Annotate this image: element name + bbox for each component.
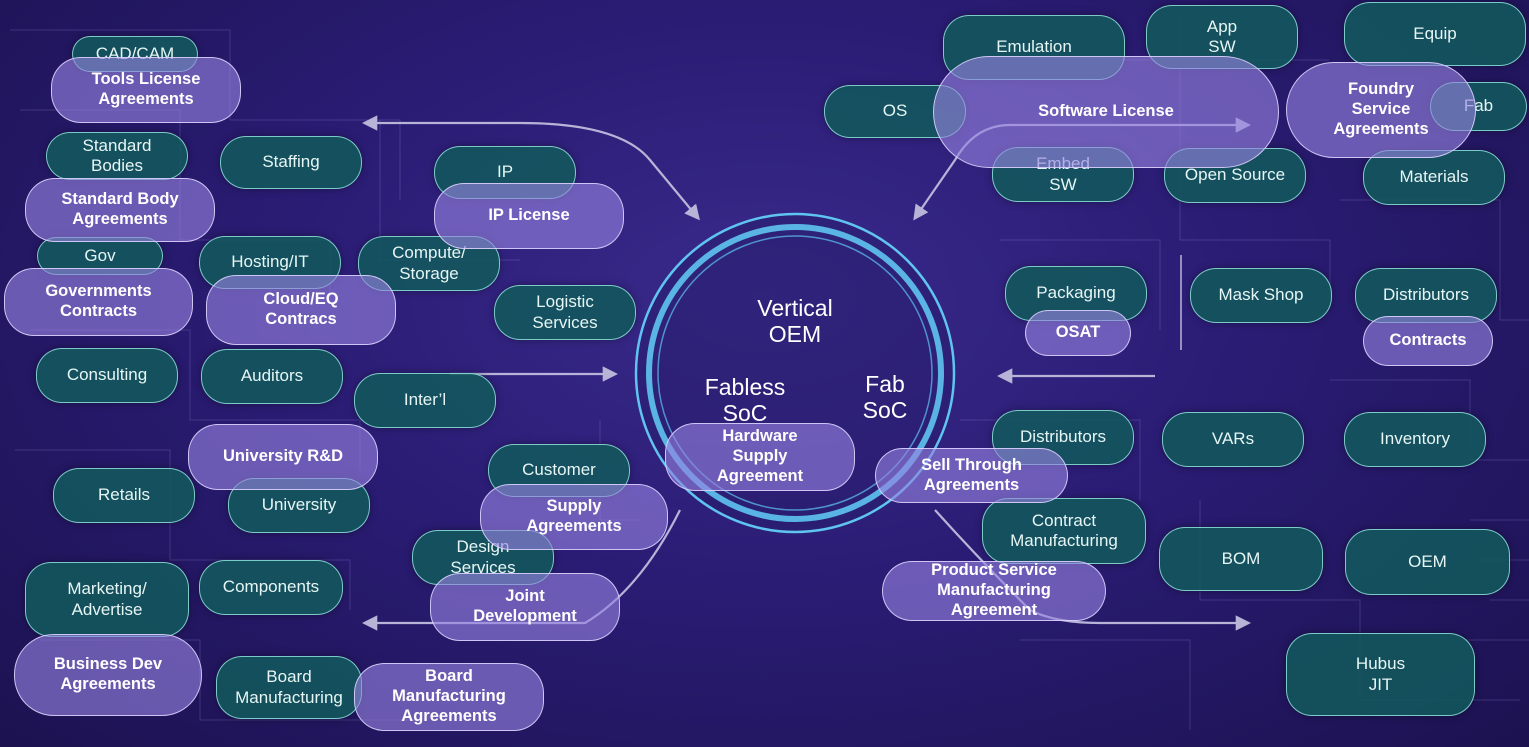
- materials-node[interactable]: Materials: [1363, 150, 1505, 205]
- mask-shop-node[interactable]: Mask Shop: [1190, 268, 1332, 323]
- osat-agreement[interactable]: OSAT: [1025, 310, 1131, 356]
- governments-contracts[interactable]: Governments Contracts: [4, 268, 193, 336]
- fabless-soc-label: Fabless SoC: [704, 374, 786, 427]
- supply-agreements[interactable]: Supply Agreements: [480, 484, 668, 550]
- product-service-manufacturing-agreement[interactable]: Product Service Manufacturing Agreement: [882, 561, 1106, 621]
- hardware-supply-agreement[interactable]: Hardware Supply Agreement: [665, 423, 855, 491]
- equip-node[interactable]: Equip: [1344, 2, 1526, 66]
- components-node[interactable]: Components: [199, 560, 343, 615]
- board-manufacturing-node[interactable]: Board Manufacturing: [216, 656, 362, 719]
- contracts-agreement[interactable]: Contracts: [1363, 316, 1493, 366]
- oem-node[interactable]: OEM: [1345, 529, 1510, 595]
- packaging-node[interactable]: Packaging: [1005, 266, 1147, 321]
- business-dev-agreements[interactable]: Business Dev Agreements: [14, 634, 202, 716]
- standard-bodies-node[interactable]: Standard Bodies: [46, 132, 188, 180]
- interl-node[interactable]: Inter’l: [354, 373, 496, 428]
- fab-soc-label: Fab SoC: [862, 371, 908, 424]
- software-license-agreement[interactable]: Software License: [933, 56, 1279, 168]
- inventory-node[interactable]: Inventory: [1344, 412, 1486, 467]
- sell-through-agreements[interactable]: Sell Through Agreements: [875, 448, 1068, 503]
- board-manufacturing-agreements[interactable]: Board Manufacturing Agreements: [354, 663, 544, 731]
- joint-development-agreement[interactable]: Joint Development: [430, 573, 620, 641]
- staffing-node[interactable]: Staffing: [220, 136, 362, 189]
- vertical-oem-label: Vertical OEM: [757, 295, 833, 348]
- foundry-service-agreements[interactable]: Foundry Service Agreements: [1286, 62, 1476, 158]
- cloud-eq-contracts[interactable]: Cloud/EQ Contracs: [206, 275, 396, 345]
- ip-license-agreement[interactable]: IP License: [434, 183, 624, 249]
- consulting-node[interactable]: Consulting: [36, 348, 178, 403]
- marketing-advertise-node[interactable]: Marketing/ Advertise: [25, 562, 189, 637]
- university-rd-agreement[interactable]: University R&D: [188, 424, 378, 490]
- contract-manufacturing-node[interactable]: Contract Manufacturing: [982, 498, 1146, 564]
- retails-node[interactable]: Retails: [53, 468, 195, 523]
- logistic-services-node[interactable]: Logistic Services: [494, 285, 636, 340]
- bom-node[interactable]: BOM: [1159, 527, 1323, 591]
- vars-node[interactable]: VARs: [1162, 412, 1304, 467]
- standard-body-agreements[interactable]: Standard Body Agreements: [25, 178, 215, 242]
- distributors-top-node[interactable]: Distributors: [1355, 268, 1497, 323]
- auditors-node[interactable]: Auditors: [201, 349, 343, 404]
- tools-license-agreements[interactable]: Tools License Agreements: [51, 57, 241, 123]
- hubus-jit-node[interactable]: Hubus JIT: [1286, 633, 1475, 716]
